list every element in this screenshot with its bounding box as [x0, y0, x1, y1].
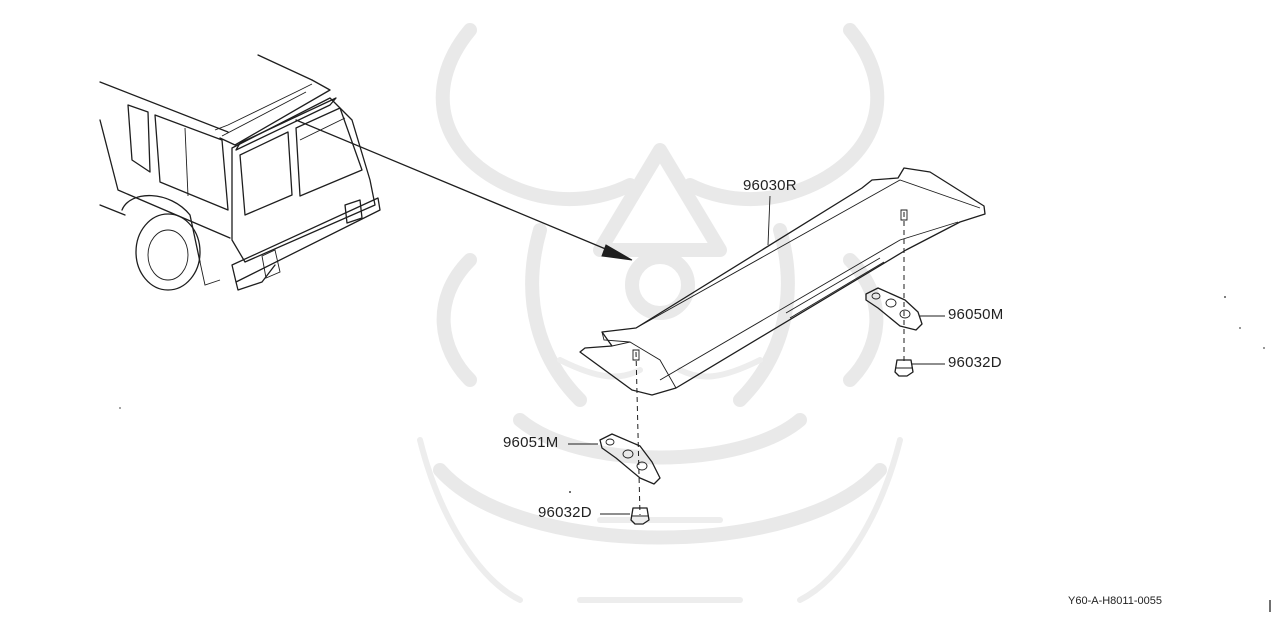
part-label-96051m[interactable]: 96051M: [503, 434, 559, 451]
stud-right: [900, 209, 908, 221]
bracket-96051m-shape: [599, 433, 661, 485]
pointer-arrow: [295, 119, 633, 261]
scan-speck: [119, 407, 121, 409]
samurai-watermark-logo: [417, 23, 903, 603]
scan-speck: [1239, 327, 1241, 329]
scan-speck: [1263, 347, 1265, 349]
nut-96032d-left-shape: [630, 507, 650, 525]
vehicle-rear-illustration: [99, 54, 381, 291]
leader-lines: [568, 195, 945, 515]
diagram-reference-code: Y60-A-H8011-0055: [1068, 595, 1162, 607]
part-label-96030r[interactable]: 96030R: [743, 177, 797, 194]
part-label-96032d-right[interactable]: 96032D: [948, 354, 1002, 371]
nut-96032d-right-shape: [894, 359, 914, 377]
stud-left: [632, 349, 640, 361]
part-label-96050m[interactable]: 96050M: [948, 306, 1004, 323]
bracket-96050m-shape: [865, 287, 923, 331]
part-label-96032d-left[interactable]: 96032D: [538, 504, 592, 521]
mount-axis-left: [635, 351, 641, 516]
rear-spoiler-part: [579, 167, 986, 396]
scan-speck: [1224, 296, 1226, 298]
scan-speck: [569, 491, 571, 493]
